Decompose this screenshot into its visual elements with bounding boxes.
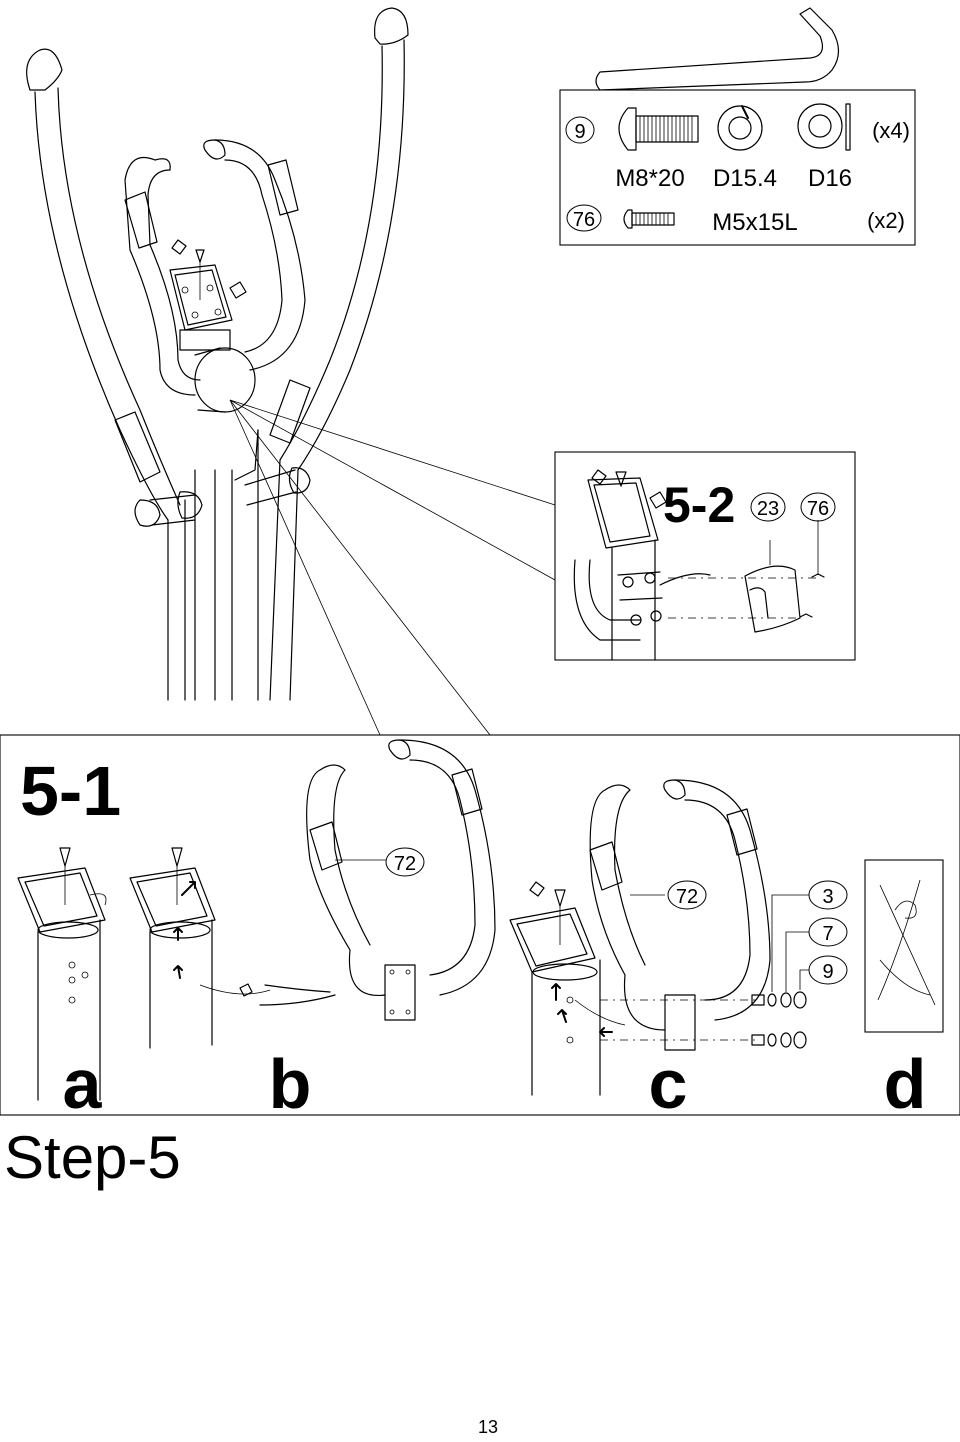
label-m5x15l: M5x15L [712, 209, 797, 236]
main-frame-illustration [26, 7, 556, 736]
hardware-stack-icon [751, 991, 807, 1049]
spring-washer-icon [717, 105, 763, 151]
label-d16: D16 [808, 165, 852, 192]
detail-5-1: 5-1 [0, 734, 960, 1123]
callout-3: 3 [822, 886, 833, 908]
sub-label-c: c [649, 1045, 688, 1123]
detail-5-1-title: 5-1 [20, 752, 121, 830]
flat-washer-icon [797, 103, 851, 151]
callout-9: 9 [822, 961, 833, 983]
label-m8x20: M8*20 [615, 165, 684, 192]
part-id-76: 76 [573, 209, 595, 231]
sub-label-a: a [63, 1045, 103, 1123]
detail-5-2-title: 5-2 [663, 477, 735, 533]
detail-5-2: 5-2 23 76 [554, 451, 856, 661]
step-title: Step-5 [4, 1124, 181, 1191]
panel-b: 72 [129, 739, 496, 1049]
sub-label-d: d [884, 1045, 927, 1123]
panel-d [864, 859, 944, 1033]
page-number: 13 [478, 1417, 498, 1437]
callout-7: 7 [822, 923, 833, 945]
panel-c: 72 3 7 9 [509, 779, 848, 1096]
callout-72-b: 72 [394, 853, 416, 875]
part-id-9: 9 [574, 121, 585, 143]
qty-x4: (x4) [872, 118, 910, 143]
part-id-76-detail: 76 [807, 498, 829, 520]
sub-label-b: b [269, 1045, 312, 1123]
part-id-23: 23 [757, 498, 779, 520]
small-screw-icon [623, 209, 675, 229]
allen-key-icon [595, 7, 840, 91]
callout-72-c: 72 [676, 886, 698, 908]
label-d15-4: D15.4 [713, 165, 777, 192]
panel-a [17, 847, 107, 1101]
qty-x2: (x2) [867, 208, 905, 233]
bolt-icon [618, 107, 699, 151]
parts-box: 9 (x4) M8*20 D15.4 D16 76 M [559, 7, 916, 246]
